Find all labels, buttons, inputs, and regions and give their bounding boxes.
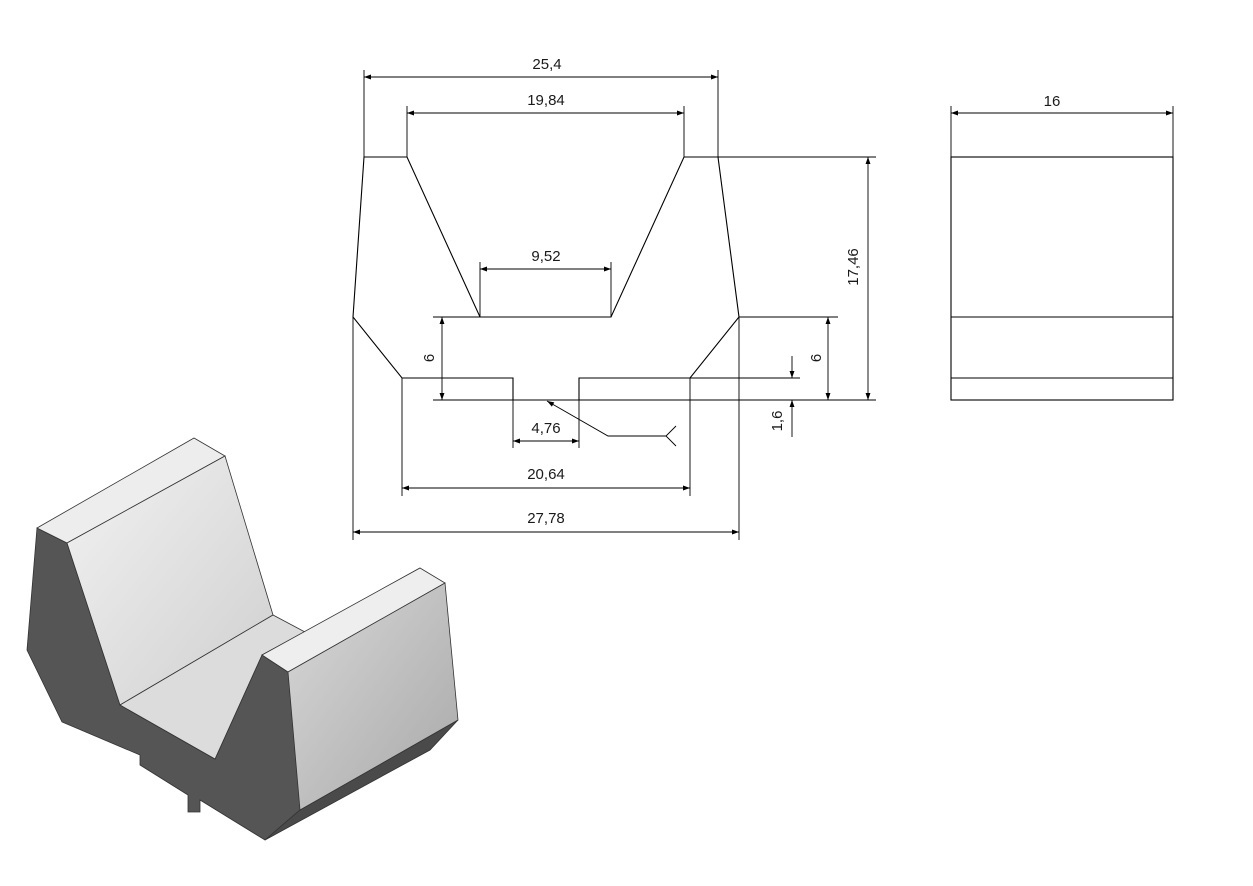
dim-text-groove-depth: 1,6 (769, 411, 786, 432)
side-view: 16 (950, 93, 1174, 401)
isometric-view (26, 437, 459, 841)
surface-finish-symbol (665, 425, 677, 447)
dim-text-left-step-height: 6 (421, 354, 438, 362)
dim-text-overall-top-width: 25,4 (532, 56, 561, 73)
dim-text-v-bottom-width: 9,52 (531, 248, 560, 265)
dim-text-v-top-width: 19,84 (527, 92, 565, 109)
iso-right-front-face (287, 582, 459, 811)
surface-finish-leader (546, 400, 666, 437)
dim-text-overall-bottom-width: 27,78 (527, 510, 565, 527)
dim-text-groove-width: 4,76 (531, 420, 560, 437)
dim-text-overall-height: 17,46 (845, 248, 862, 286)
side-view-outline (950, 156, 1174, 401)
dim-text-base-width: 20,64 (527, 466, 565, 483)
front-view: 25,4 19,84 9,52 17,46 6 6 1,6 4,76 20,64… (352, 56, 876, 540)
dim-text-depth: 16 (1044, 93, 1061, 110)
dim-text-right-step-height: 6 (808, 354, 825, 362)
front-view-outline (352, 156, 740, 401)
